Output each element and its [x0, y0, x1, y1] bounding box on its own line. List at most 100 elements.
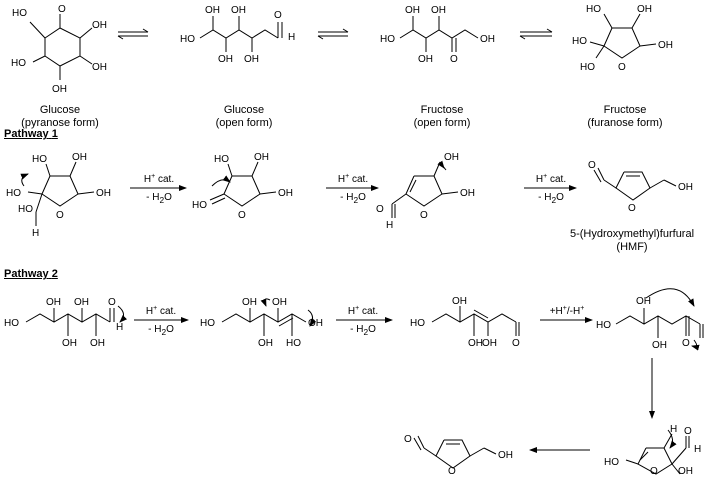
- svg-text:HO: HO: [586, 4, 601, 15]
- svg-text:HO: HO: [200, 318, 215, 329]
- svg-text:OH: OH: [72, 152, 87, 163]
- svg-text:OH: OH: [498, 450, 513, 461]
- p1-step2-conditions: H+ cat. - H2O: [337, 173, 369, 205]
- fructose-furanose-structure: HO OH OH HO HO O: [572, 4, 673, 73]
- svg-text:OH: OH: [678, 182, 693, 193]
- svg-text:O: O: [682, 338, 690, 349]
- svg-text:H: H: [116, 322, 123, 333]
- label-hmf: 5-(Hydroxymethyl)furfural(HMF): [569, 228, 695, 253]
- glucose-open-structure: HO OH OH OH OH O H: [180, 5, 295, 65]
- svg-text:OH: OH: [205, 5, 220, 16]
- svg-text:O: O: [238, 210, 246, 221]
- svg-text:O: O: [404, 434, 412, 445]
- svg-text:OH: OH: [637, 4, 652, 15]
- svg-text:OH: OH: [480, 34, 495, 45]
- svg-text:OH: OH: [452, 296, 467, 307]
- svg-text:OH: OH: [658, 40, 673, 51]
- svg-text:OH: OH: [678, 466, 693, 477]
- svg-text:HO: HO: [12, 8, 27, 19]
- svg-text:O: O: [58, 4, 66, 15]
- svg-text:OH: OH: [431, 5, 446, 16]
- svg-text:OH: OH: [92, 62, 107, 73]
- svg-text:O: O: [420, 210, 428, 221]
- svg-text:O: O: [512, 338, 520, 349]
- svg-text:OH: OH: [52, 84, 67, 95]
- svg-text:HO: HO: [11, 58, 26, 69]
- p1-dihydrofuran: OH OH O H O: [376, 152, 475, 231]
- svg-text:HO: HO: [32, 154, 47, 165]
- svg-text:O: O: [274, 10, 282, 21]
- svg-text:HO: HO: [192, 200, 207, 211]
- svg-text:OH: OH: [231, 5, 246, 16]
- svg-text:H: H: [694, 444, 701, 455]
- svg-text:O: O: [684, 426, 692, 437]
- svg-text:OH: OH: [242, 297, 257, 308]
- svg-text:O: O: [588, 160, 596, 171]
- svg-text:OH: OH: [92, 20, 107, 31]
- p2-open-fructose: HO OH OH OH OH O H: [4, 297, 128, 349]
- svg-text:O: O: [376, 204, 384, 215]
- svg-text:HO: HO: [286, 338, 301, 349]
- equilibrium-arrow-2: [317, 28, 349, 40]
- svg-text:O: O: [650, 466, 658, 477]
- p2-enal: HO OH OH OH O: [410, 296, 520, 349]
- p2-step1-conditions: H+ cat. - H2O: [145, 305, 177, 337]
- p1-hmf: O O OH: [588, 160, 693, 214]
- glucose-pyranose-structure: HO O OH OH OH HO: [11, 4, 107, 95]
- p2-step3-conditions: +H+/-H+: [549, 305, 585, 317]
- svg-text:H: H: [32, 228, 39, 239]
- svg-text:OH: OH: [90, 338, 105, 349]
- p1-enol: HO OH OH HO O: [192, 152, 293, 221]
- svg-text:OH: OH: [96, 188, 111, 199]
- svg-text:OH: OH: [278, 188, 293, 199]
- label-glucose-pyranose: Glucose(pyranose form): [21, 104, 99, 129]
- equilibrium-arrow-1: [117, 28, 149, 40]
- svg-text:O: O: [628, 203, 636, 214]
- svg-text:O: O: [450, 54, 458, 65]
- label-fructose-furanose: Fructose(furanose form): [587, 104, 663, 129]
- svg-text:HO: HO: [4, 318, 19, 329]
- p1-step1-conditions: H+ cat. - H2O: [143, 173, 175, 205]
- svg-text:O: O: [56, 210, 64, 221]
- svg-text:OH: OH: [218, 54, 233, 65]
- equilibrium-arrow-3: [519, 28, 553, 40]
- p1-step3-conditions: H+ cat. - H2O: [535, 173, 567, 205]
- label-glucose-open: Glucose(open form): [215, 104, 273, 129]
- svg-text:O: O: [448, 466, 456, 477]
- svg-text:OH: OH: [652, 340, 667, 351]
- svg-text:OH: OH: [244, 54, 259, 65]
- svg-text:HO: HO: [180, 34, 195, 45]
- svg-text:HO: HO: [18, 204, 33, 215]
- svg-text:HO: HO: [380, 34, 395, 45]
- svg-text:OH: OH: [62, 338, 77, 349]
- p1-fructofuranose: HO OH OH HO HO H O: [6, 152, 111, 239]
- svg-text:HO: HO: [214, 154, 229, 165]
- svg-text:OH: OH: [405, 5, 420, 16]
- svg-text:O: O: [618, 62, 626, 73]
- svg-text:H: H: [386, 220, 393, 231]
- p2-step2-conditions: H+ cat. - H2O: [347, 305, 379, 337]
- svg-text:OH: OH: [258, 338, 273, 349]
- svg-text:OH: OH: [74, 297, 89, 308]
- pathway2-heading: Pathway 2: [4, 268, 58, 280]
- svg-text:OH: OH: [254, 152, 269, 163]
- fructose-open-structure: HO OH OH OH O OH: [380, 5, 495, 65]
- p2-diketone: HO OH OH O: [596, 288, 704, 351]
- svg-text:OH: OH: [272, 297, 287, 308]
- svg-text:OH: OH: [636, 296, 651, 307]
- svg-text:OH: OH: [482, 338, 497, 349]
- p2-enediol: HO OH OH OH HO OH: [200, 297, 323, 349]
- svg-text:OH: OH: [418, 54, 433, 65]
- label-fructose-open: Fructose(open form): [413, 104, 471, 129]
- svg-text:OH: OH: [460, 188, 475, 199]
- svg-text:HO: HO: [6, 188, 21, 199]
- svg-text:HO: HO: [410, 318, 425, 329]
- svg-text:O: O: [108, 297, 116, 308]
- svg-text:OH: OH: [308, 318, 323, 329]
- svg-text:OH: OH: [46, 297, 61, 308]
- svg-text:HO: HO: [580, 62, 595, 73]
- pathway1-heading: Pathway 1: [4, 128, 58, 140]
- svg-text:H: H: [288, 32, 295, 43]
- svg-text:OH: OH: [444, 152, 459, 163]
